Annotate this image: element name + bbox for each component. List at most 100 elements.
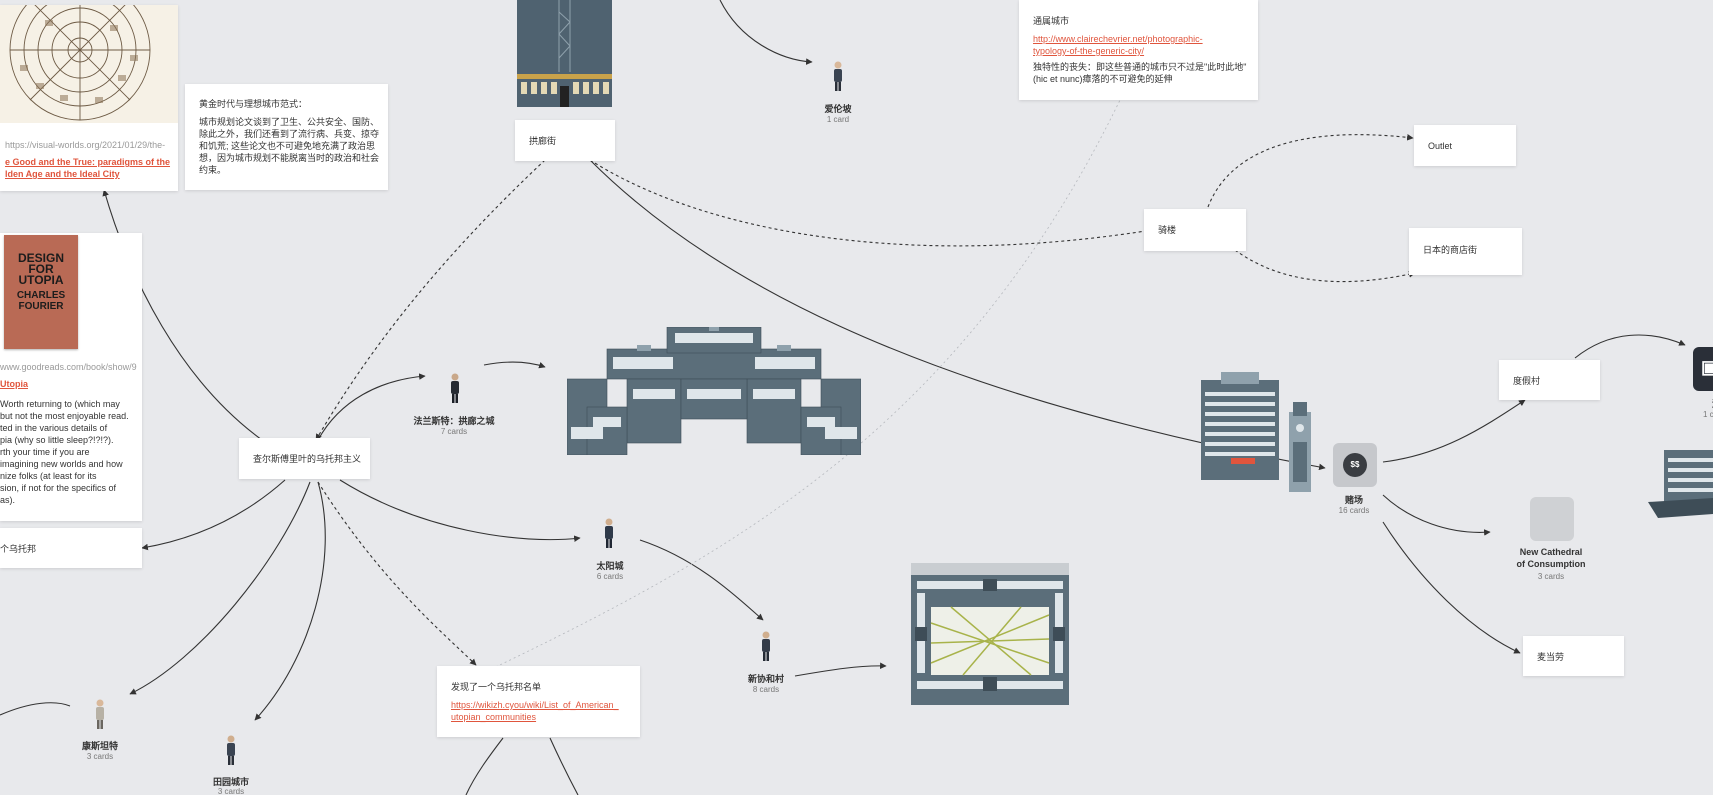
phalanstery-building-image	[567, 327, 861, 455]
arcade-tower-image	[517, 0, 612, 107]
book-body-line: imagining new worlds and how	[0, 459, 123, 469]
book-body-line: ted in the various details of	[0, 423, 108, 433]
book-cover-image: DESIGN FOR UTOPIA CHARLES FOURIER	[4, 235, 78, 349]
ideal-city-map-image	[0, 5, 178, 123]
golden-age-note-card[interactable]: 黄金时代与理想城市范式： 城市规划论文谈到了卫生、公共安全、国防、除此之外，我们…	[185, 84, 388, 190]
cathedral-title-line2[interactable]: of Consumption	[1516, 559, 1586, 569]
resort-card[interactable]: 度假村	[1499, 360, 1600, 400]
edge-casino-to-cathedral	[1382, 494, 1491, 536]
edge-ship-image	[1648, 450, 1713, 518]
edge-fourier-to-garden	[254, 481, 326, 721]
cathedral-count: 3 cards	[1537, 572, 1565, 581]
edge-casino-to-resort	[1382, 399, 1526, 463]
generic-city-card[interactable]: 通属城市 http://www.clairechevrier.net/photo…	[1019, 0, 1258, 100]
constant-person-icon[interactable]	[93, 698, 107, 730]
edge-pedestrian-to-japan	[1234, 249, 1416, 283]
new-harmony-title[interactable]: 新协和村	[747, 674, 785, 684]
book-body-line: Worth returning to (which may	[0, 399, 120, 409]
edge-arcade-to-casino	[589, 159, 1326, 471]
book-body-line: pia (why so little sleep?!?!?).	[0, 435, 114, 445]
utopia-list-link-line1[interactable]: https://wikizh.cyou/wiki/List_of_America…	[451, 700, 619, 710]
falanstery-title[interactable]: 法兰斯特：拱廊之城	[413, 416, 495, 426]
garden-city-count: 3 cards	[217, 787, 245, 795]
outlet-label: Outlet	[1428, 141, 1453, 151]
edge-node-glyph-icon: ▣	[1701, 357, 1713, 377]
edge-node-count: 1 c	[1703, 410, 1713, 419]
new-harmony-person-icon[interactable]	[759, 630, 773, 662]
edge-suncity-to-newharmony	[639, 539, 764, 621]
generic-city-body-1: 独特性的丧失：即这些普通的城市只不过是"此时此地"	[1033, 62, 1247, 72]
book-body-line: but not the most enjoyable read.	[0, 411, 129, 421]
cover-line-4: CHARLES	[16, 290, 66, 301]
book-url[interactable]: www.goodreads.com/book/show/9	[0, 362, 137, 372]
falanstery-person-icon[interactable]	[448, 372, 462, 404]
golden-age-body-line: 城市规划论文谈到了卫生、公共安全、国防、	[199, 117, 380, 127]
edge-arcade-to-fourier	[315, 159, 546, 441]
falanstery-count: 7 cards	[440, 427, 468, 436]
pedestrian-arcade-label: 骑楼	[1158, 225, 1177, 235]
fourier-utopianism-card[interactable]: 查尔斯傅里叶的乌托邦主义	[239, 438, 370, 479]
cover-line-2: FOR	[28, 262, 54, 276]
fourier-utopianism-label: 查尔斯傅里叶的乌托邦主义	[253, 454, 362, 464]
constant-title[interactable]: 康斯坦特	[81, 741, 119, 751]
generic-city-link-line2[interactable]: typology-of-the-generic-city/	[1033, 46, 1145, 56]
book-body-line: sion, if not for the specifics of	[0, 483, 117, 493]
edge-fourier-to-constant	[129, 481, 311, 695]
cover-line-3: UTOPIA	[18, 273, 64, 287]
generic-city-link-line1[interactable]: http://www.clairechevrier.net/photograph…	[1033, 34, 1203, 44]
arcade-street-card[interactable]: 拱廊街	[515, 120, 615, 161]
generic-city-body-2: (hic et nunc)瘴落的不可避免的延伸	[1033, 74, 1173, 84]
edge-resort-to-edge	[1574, 334, 1686, 359]
pedestrian-arcade-card[interactable]: 骑楼	[1144, 209, 1246, 251]
edge-utopia-list-down-2	[549, 737, 579, 795]
edinburgh-title[interactable]: 爱伦坡	[824, 104, 852, 114]
japan-shopping-street-card[interactable]: 日本的商店街	[1409, 228, 1522, 275]
outlet-card[interactable]: Outlet	[1414, 125, 1516, 166]
japan-shopping-street-label: 日本的商店街	[1423, 245, 1478, 255]
edge-fourier-to-map	[102, 189, 263, 441]
cathedral-node-icon[interactable]	[1530, 497, 1574, 541]
utopia-card-label: 个乌托邦	[0, 544, 37, 554]
casino-node-icon[interactable]: $$	[1333, 443, 1377, 487]
arcade-street-label: 拱廊街	[529, 136, 557, 146]
utopia-card[interactable]: 个乌托邦	[0, 528, 142, 568]
book-body: Worth returning to (which may but not the…	[0, 398, 142, 506]
edge-fourier-to-falanstery	[317, 373, 426, 441]
edge-node-icon[interactable]: ▣	[1693, 347, 1713, 391]
golden-age-title: 黄金时代与理想城市范式：	[199, 99, 308, 109]
mcdonalds-card[interactable]: 麦当劳	[1523, 636, 1624, 676]
mcdonalds-label: 麦当劳	[1537, 652, 1565, 662]
edge-falanstery-to-building	[483, 361, 546, 369]
book-body-line: rth your time if you are	[0, 447, 90, 457]
cathedral-title-line1[interactable]: New Cathedral	[1519, 547, 1583, 557]
utopia-list-link-line2[interactable]: utopian_communities	[451, 712, 537, 722]
edinburgh-person-icon[interactable]	[831, 60, 845, 92]
sun-city-person-icon[interactable]	[602, 517, 616, 549]
faint-dotted-guide	[436, 99, 1121, 696]
generic-city-title: 通属城市	[1033, 16, 1070, 26]
book-card[interactable]: DESIGN FOR UTOPIA CHARLES FOURIER www.go…	[0, 233, 142, 521]
garden-city-title[interactable]: 田园城市	[212, 777, 250, 787]
book-body-line: nize folks (at least for its	[0, 471, 97, 481]
casino-title[interactable]: 赌场	[1344, 495, 1364, 505]
edge-fourier-to-utopialist	[317, 481, 477, 666]
map-card-link-line2[interactable]: lden Age and the Ideal City	[5, 169, 120, 179]
resort-label: 度假村	[1513, 376, 1541, 386]
map-card-link-line1[interactable]: e Good and the True: paradigms of the	[5, 157, 171, 167]
constant-count: 3 cards	[86, 752, 114, 761]
book-link[interactable]: Utopia	[0, 379, 28, 389]
utopia-list-card[interactable]: 发现了一个乌托邦名单 https://wikizh.cyou/wiki/List…	[437, 666, 640, 737]
edge-top-to-edinburgh	[719, 0, 813, 65]
golden-age-body-line: 想，因为城市规划不能脱离当时的政治和社会	[199, 153, 380, 163]
map-card-url[interactable]: https://visual-worlds.org/2021/01/29/the…	[5, 140, 166, 150]
sun-city-title[interactable]: 太阳城	[596, 561, 624, 571]
sun-city-count: 6 cards	[596, 572, 624, 581]
map-reference-card[interactable]: https://visual-worlds.org/2021/01/29/the…	[0, 5, 178, 191]
edge-fourier-to-utopia	[141, 479, 286, 551]
edge-casino-to-mcdonalds	[1382, 521, 1521, 654]
garden-city-person-icon[interactable]	[224, 734, 238, 766]
edinburgh-count: 1 card	[826, 115, 850, 124]
money-bag-icon: $$	[1343, 453, 1367, 477]
